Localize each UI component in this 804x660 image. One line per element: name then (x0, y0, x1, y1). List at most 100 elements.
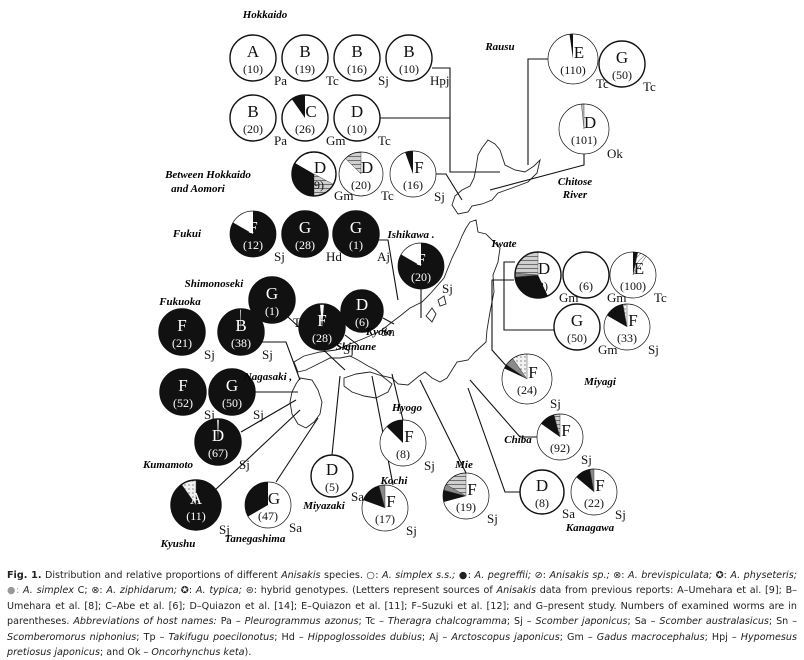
pie-outline (159, 368, 207, 416)
pie-outline (598, 40, 646, 88)
host-code: Tc (381, 188, 394, 203)
pie-iwate-d-gm: D(22)Gm (514, 251, 579, 305)
pie-kyushu-a-sj: A(11)Sj (170, 479, 230, 537)
source-letter: E (574, 43, 584, 62)
pie-outline (310, 454, 354, 498)
pie-slice-pegreffii (282, 211, 328, 257)
sample-count: (8) (535, 496, 549, 510)
pie-outline (501, 353, 553, 405)
region-label: Kanagawa (565, 522, 615, 534)
pie-outline (291, 151, 337, 197)
source-letter: D (212, 426, 224, 445)
source-letter: F (416, 250, 425, 269)
caption-text: Distribution and relative proportions of… (44, 570, 278, 581)
host-code: Sj (378, 73, 389, 88)
pie-outline (194, 418, 242, 466)
pie-slice-pegreffii (299, 304, 345, 351)
sample-count: (92) (550, 441, 570, 455)
sample-count: (17) (375, 512, 395, 526)
pie-chitose-d-ok: D(101)Ok (558, 103, 623, 161)
host-code: Sj (581, 452, 592, 467)
host-abbreviation: Hd – Hippoglossoides dubius; (277, 631, 426, 643)
pie-slice-pegreffii (363, 485, 385, 508)
pie-outline (158, 308, 206, 356)
species-physeteris: A. physeteris; (730, 570, 797, 581)
pie-hokkaido-a-pa: A(10)Pa (229, 34, 287, 88)
pie-outline (281, 34, 329, 82)
sample-count: (10) (347, 122, 367, 136)
pie-outline (333, 94, 381, 142)
pie-outline (519, 469, 565, 515)
source-letter: B (247, 102, 258, 121)
pie-kyoto-d-sn: D(6)Sn (340, 289, 395, 339)
region-label: Chiba (504, 434, 532, 446)
host-abbreviation: Tc – Theragra chalcogramma; (361, 616, 511, 628)
pie-background (386, 35, 432, 81)
caption-genus: Anisakis (496, 585, 536, 597)
pie-ishikawa-f-sj: F(20)Sj (397, 242, 453, 296)
distribution-map-figure: A(10)PaB(19)TcB(16)SjB(10)HpjB(20)PaC(26… (142, 9, 667, 550)
pie-outline (361, 484, 409, 532)
species-anisakis-sp: Anisakis sp.; (549, 570, 610, 581)
source-letter: F (414, 158, 423, 177)
pie-hokkaido-b-tc: B(19)Tc (281, 34, 339, 88)
pie-miyagi-f-sj: F(24)Sj (501, 353, 561, 411)
host-code: Sa (562, 506, 575, 521)
shikoku-outline (343, 371, 393, 399)
pie-outline (562, 251, 610, 299)
source-letter: F (595, 476, 604, 495)
pie-hokkaido-b-pa: B(20)Pa (229, 94, 287, 148)
pie-rausu-e-tc: E(110)Tc (547, 33, 609, 91)
sample-count: (52) (173, 396, 193, 410)
region-label: Kyushu (160, 538, 196, 550)
kyushu-outline (289, 377, 323, 429)
pie-rausu-g-tc: G(50)Tc (598, 40, 656, 94)
source-letter: G (299, 218, 311, 237)
pie-outline (603, 303, 651, 351)
pie-outline (389, 150, 437, 198)
host-abbreviation: Gm – Gadus macrocephalus; (563, 631, 708, 643)
pie-nagasaki-g-sj: G(50)Sj (208, 368, 264, 422)
pie-outline (558, 103, 610, 155)
region-label: and Aomori (171, 183, 226, 195)
host-code: Ok (607, 146, 623, 161)
pie-outline (298, 303, 346, 351)
pie-kumamoto-d-sj: D(67) Sj (194, 418, 250, 472)
source-letter: F (248, 218, 257, 237)
anisakis-sp-symbol-icon: ⊘: (534, 570, 546, 581)
noto-peninsula (425, 307, 437, 323)
host-code: Sj (239, 457, 250, 472)
pie-background (311, 455, 353, 497)
pie-outline (217, 308, 265, 356)
pie-fukuoka-f-sj: F(21) (158, 308, 206, 356)
pie-hokkaido-b-sj: B(16)Sj (333, 34, 389, 88)
species-typica: A. typica; (195, 585, 242, 597)
source-letter: F (528, 363, 537, 382)
ziphidarum-symbol-icon: ⊗: (91, 585, 103, 597)
source-letter: F (178, 376, 187, 395)
source-letter: F (386, 492, 395, 511)
region-label: Miyagi (583, 376, 617, 388)
sample-count: (12) (243, 238, 263, 252)
pie-outline (553, 303, 601, 351)
region-label: Nagasaki , (243, 371, 292, 383)
host-code: Sj (262, 347, 273, 362)
sample-count: (28) (312, 331, 332, 345)
pie-slice-pegreffii (405, 151, 413, 174)
typica-symbol-icon: ✪: (180, 585, 193, 597)
pie-slice-pegreffii (230, 211, 276, 257)
region-label: Rausu (484, 41, 514, 53)
species-simplex-c: A. simplex (23, 585, 74, 597)
pie-miyazaki-d-sa: D(5)Sa (310, 454, 364, 504)
pie-background (334, 35, 380, 81)
host-code: Sj (424, 458, 435, 473)
pie-background (520, 470, 564, 514)
region-label: Iwate (490, 238, 516, 250)
hokkaido-outline (451, 139, 541, 215)
source-letter: A (247, 42, 260, 61)
sample-count: (67) (208, 446, 228, 460)
pie-iwate-f-sj: F(33)Sj (603, 303, 659, 357)
region-label: Kochi (380, 475, 409, 487)
source-letter: D (361, 158, 373, 177)
pie-slice-pegreffii (341, 290, 383, 332)
